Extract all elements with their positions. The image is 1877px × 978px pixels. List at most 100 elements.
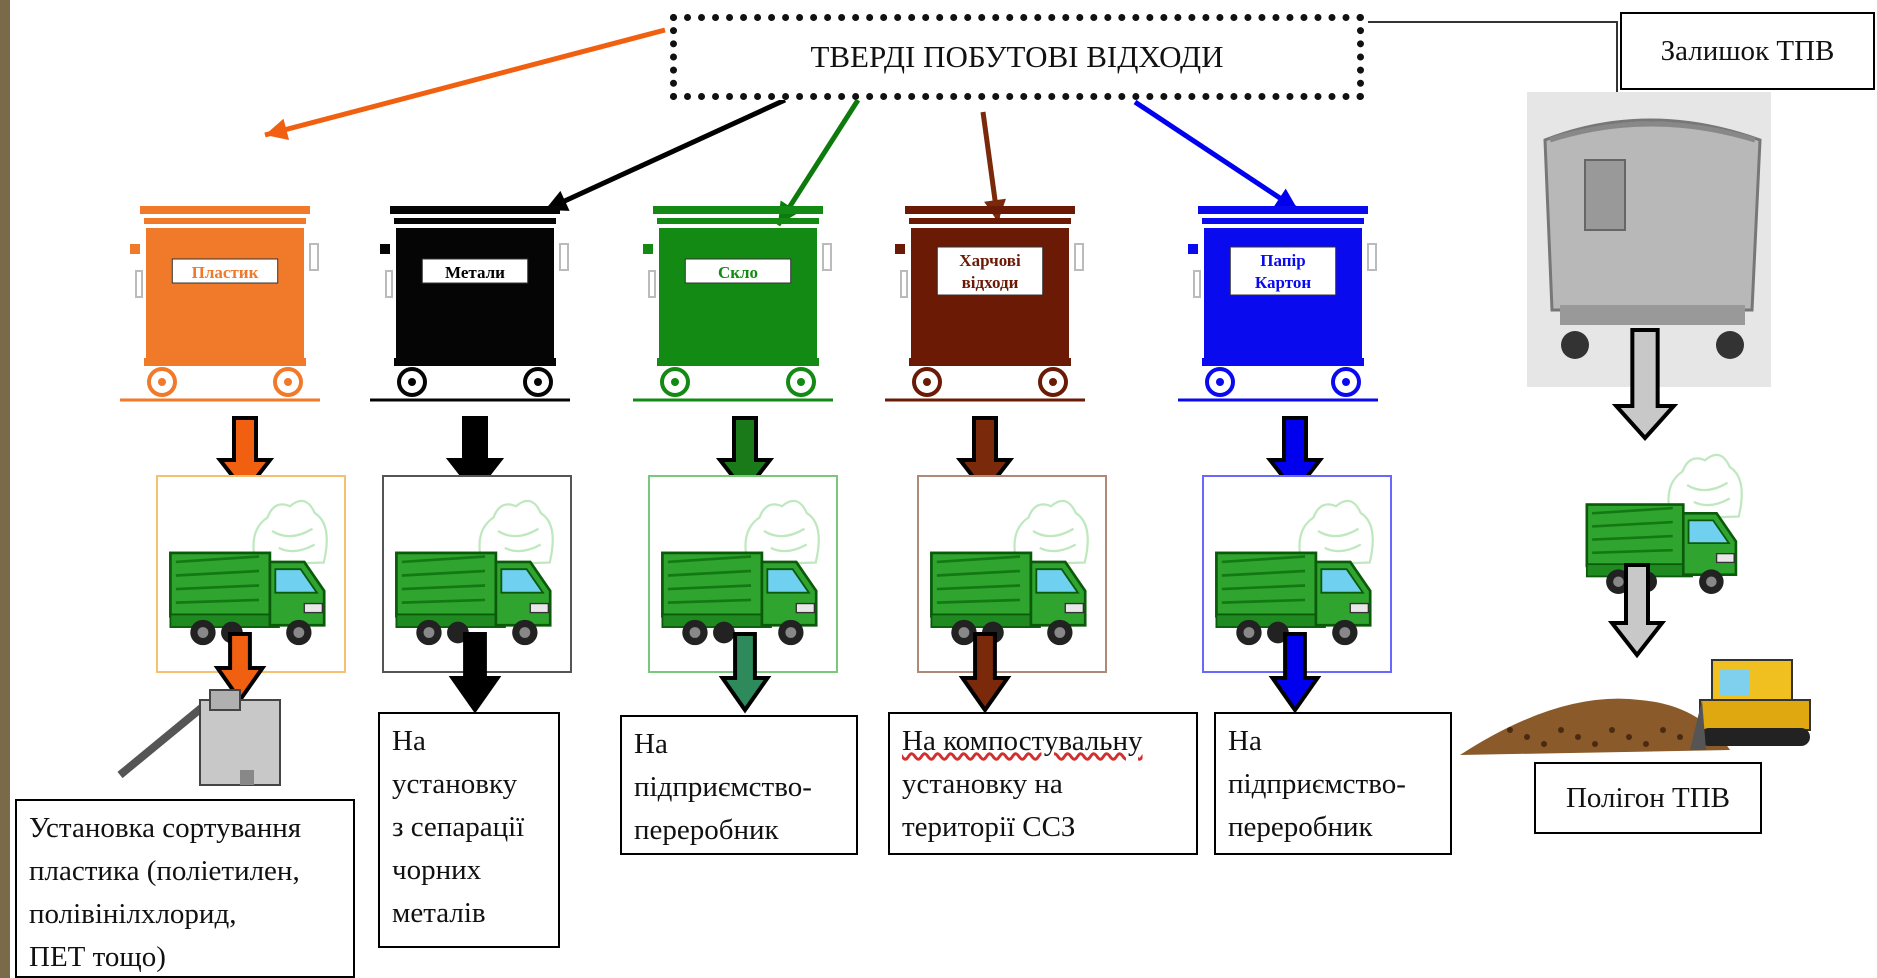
bin-wheel-hub <box>1342 378 1350 386</box>
soil-stone <box>1558 727 1564 733</box>
gray-container-wheel <box>1561 331 1589 359</box>
arrow-head <box>265 118 290 141</box>
bin-base <box>657 358 819 366</box>
arrow-to-paper <box>1133 99 1300 213</box>
gray-container-lid <box>1549 121 1756 143</box>
arrow-to-plastic <box>264 27 666 141</box>
soil-stone <box>1592 741 1598 747</box>
dest-line: Установка сортування <box>29 812 302 844</box>
bin-wheel <box>912 367 942 397</box>
garbage-truck-icon <box>1585 503 1738 596</box>
bin-label-plate <box>421 258 529 284</box>
bin-label-plate <box>171 258 279 284</box>
soil-stone <box>1575 734 1581 740</box>
bin-label-text: Метали <box>445 263 505 282</box>
arrow-shaft <box>1133 99 1300 213</box>
bin-lid-rim <box>909 218 1071 224</box>
solid-waste-title-box: ТВЕРДІ ПОБУТОВІ ВІДХОДИ <box>670 14 1364 100</box>
dest-line: території ССЗ <box>902 811 1076 843</box>
bulldozer-window <box>1720 670 1750 695</box>
bin-side-bracket <box>822 243 832 271</box>
dest-line: з сепарації <box>392 811 525 843</box>
arrow-shaft <box>543 97 787 213</box>
soil-stone <box>1541 741 1547 747</box>
bin-lid-rim <box>1202 218 1364 224</box>
bin-handle <box>643 244 653 254</box>
truck-panel-remainder <box>1585 453 1743 596</box>
bin-label-text: Скло <box>718 263 758 282</box>
dest-line: полівінілхлорид, <box>29 898 237 930</box>
landfill-label-box: Полігон ТПВ <box>1534 762 1762 834</box>
bin-lid-rim <box>144 218 306 224</box>
down-arrow-out-plastic <box>213 632 267 704</box>
bin-wheel <box>523 367 553 397</box>
bin-side-bracket <box>559 243 569 271</box>
bin-lid-rim <box>657 218 819 224</box>
bin-label-text: Картон <box>1255 273 1311 292</box>
bin-side-bracket <box>1193 270 1201 298</box>
bin-side-bracket <box>385 270 393 298</box>
bin-wheel <box>1205 367 1235 397</box>
arrow-head <box>1273 188 1298 210</box>
bin-body <box>396 228 554 358</box>
soil-stone <box>1660 727 1666 733</box>
dest-line: підприємство- <box>1228 768 1406 800</box>
soil-stone <box>1677 734 1683 740</box>
bin-base <box>909 358 1071 366</box>
down-arrow-out-food <box>958 632 1012 714</box>
dest-line: ПЕТ тощо) <box>29 941 166 973</box>
bin-lid <box>653 206 823 214</box>
gray-arrow-down-2 <box>1607 563 1667 659</box>
bin-base <box>394 358 556 366</box>
arrow-shaft <box>264 27 666 138</box>
destination-box-food: На компостувальну установку на території… <box>888 712 1198 855</box>
dest-line: На <box>392 725 426 757</box>
dest-line: переробник <box>634 814 779 846</box>
bin-wheel <box>660 367 690 397</box>
arrow-head <box>545 190 570 211</box>
bin-label-text: Пластик <box>192 263 259 282</box>
bin-side-bracket <box>1367 243 1377 271</box>
bin-wheel-hub <box>1049 378 1057 386</box>
gray-container-body <box>1543 118 1762 312</box>
bin-wheel <box>786 367 816 397</box>
soil-stone <box>1643 741 1649 747</box>
bin-wheel-hub <box>284 378 292 386</box>
solid-waste-title: ТВЕРДІ ПОБУТОВІ ВІДХОДИ <box>810 39 1224 74</box>
bin-label-text: Папір <box>1260 251 1305 270</box>
arrow-shaft <box>775 98 861 227</box>
bin-side-bracket <box>1074 243 1084 271</box>
landfill-icon <box>1460 698 1730 755</box>
soil-stone <box>1507 727 1513 733</box>
soil-pile <box>1460 698 1730 755</box>
conveyor <box>117 701 208 779</box>
bulldozer-track <box>1700 728 1810 746</box>
bin-wheel-hub <box>671 378 679 386</box>
down-arrow-out-paper <box>1268 632 1322 714</box>
remainder-label: Залишок ТПВ <box>1660 34 1835 67</box>
dest-line: установку на <box>902 768 1063 800</box>
bin-wheel <box>273 367 303 397</box>
plant-door <box>240 770 254 785</box>
connector-to-remainder <box>1368 21 1618 100</box>
bin-wheel <box>147 367 177 397</box>
gray-container-icon <box>1527 92 1771 387</box>
bin-wheel <box>1331 367 1361 397</box>
down-arrow-out-glass <box>718 632 772 714</box>
bin-label-plate <box>936 246 1044 296</box>
arrow-to-metals <box>543 97 787 213</box>
dest-line: установку <box>392 768 518 800</box>
bin-label-text: Харчові <box>959 251 1021 270</box>
bin-lid <box>390 206 560 214</box>
soil-stone <box>1524 734 1530 740</box>
bin-wheel-hub <box>1216 378 1224 386</box>
down-arrow-out-metals <box>448 632 502 714</box>
bin-base <box>144 358 306 366</box>
destination-box-metals: На установку з сепарації чорних металів <box>378 712 560 948</box>
bin-lid <box>1198 206 1368 214</box>
bin-plastic: Пластик <box>120 206 320 402</box>
bin-wheel <box>397 367 427 397</box>
